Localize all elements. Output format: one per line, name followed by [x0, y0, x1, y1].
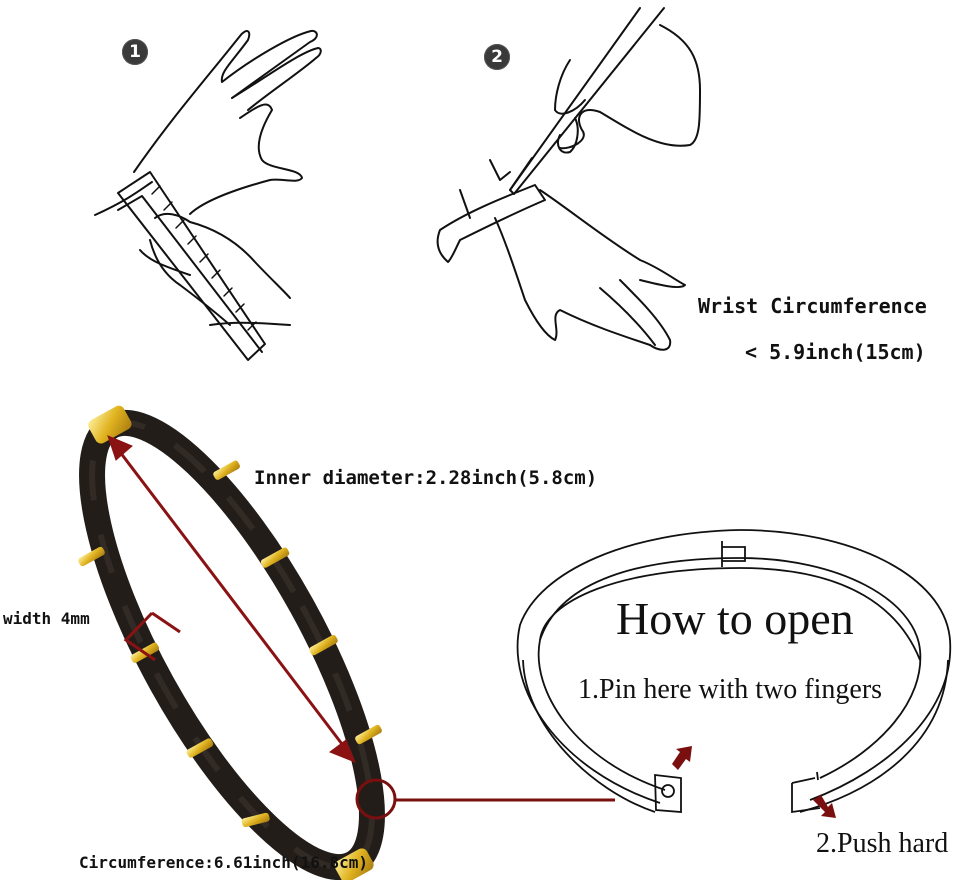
step-2-badge: 2 [484, 44, 510, 70]
step-2-number: 2 [491, 47, 503, 67]
hand-marking-icon [436, 7, 701, 351]
step-1-badge: 1 [122, 39, 148, 65]
arrow-down-right-icon [813, 795, 836, 818]
circumference-label: Circumference:6.61inch(16.8cm) [79, 853, 368, 872]
arrow-up-right-icon [672, 746, 692, 770]
open-bangle-outline [516, 529, 952, 814]
step-1-number: 1 [129, 42, 141, 62]
wrist-circumference-label: Wrist Circumference [698, 294, 927, 318]
hand-measuring-icon [94, 29, 322, 361]
how-to-open-title: How to open [616, 593, 854, 644]
width-bracket [123, 611, 181, 662]
bangle-ring [79, 409, 385, 880]
how-to-open-step-2: 2.Push hard [816, 828, 949, 859]
how-to-open-step-1: 1.Pin here with two fingers [578, 674, 883, 705]
inner-diameter-label: Inner diameter:2.28inch(5.8cm) [254, 467, 598, 489]
clasp-highlight-circle [355, 778, 397, 820]
wrist-circumference-value: < 5.9inch(15cm) [745, 340, 926, 364]
width-label: width 4mm [3, 609, 90, 628]
push-arrows [672, 746, 836, 818]
